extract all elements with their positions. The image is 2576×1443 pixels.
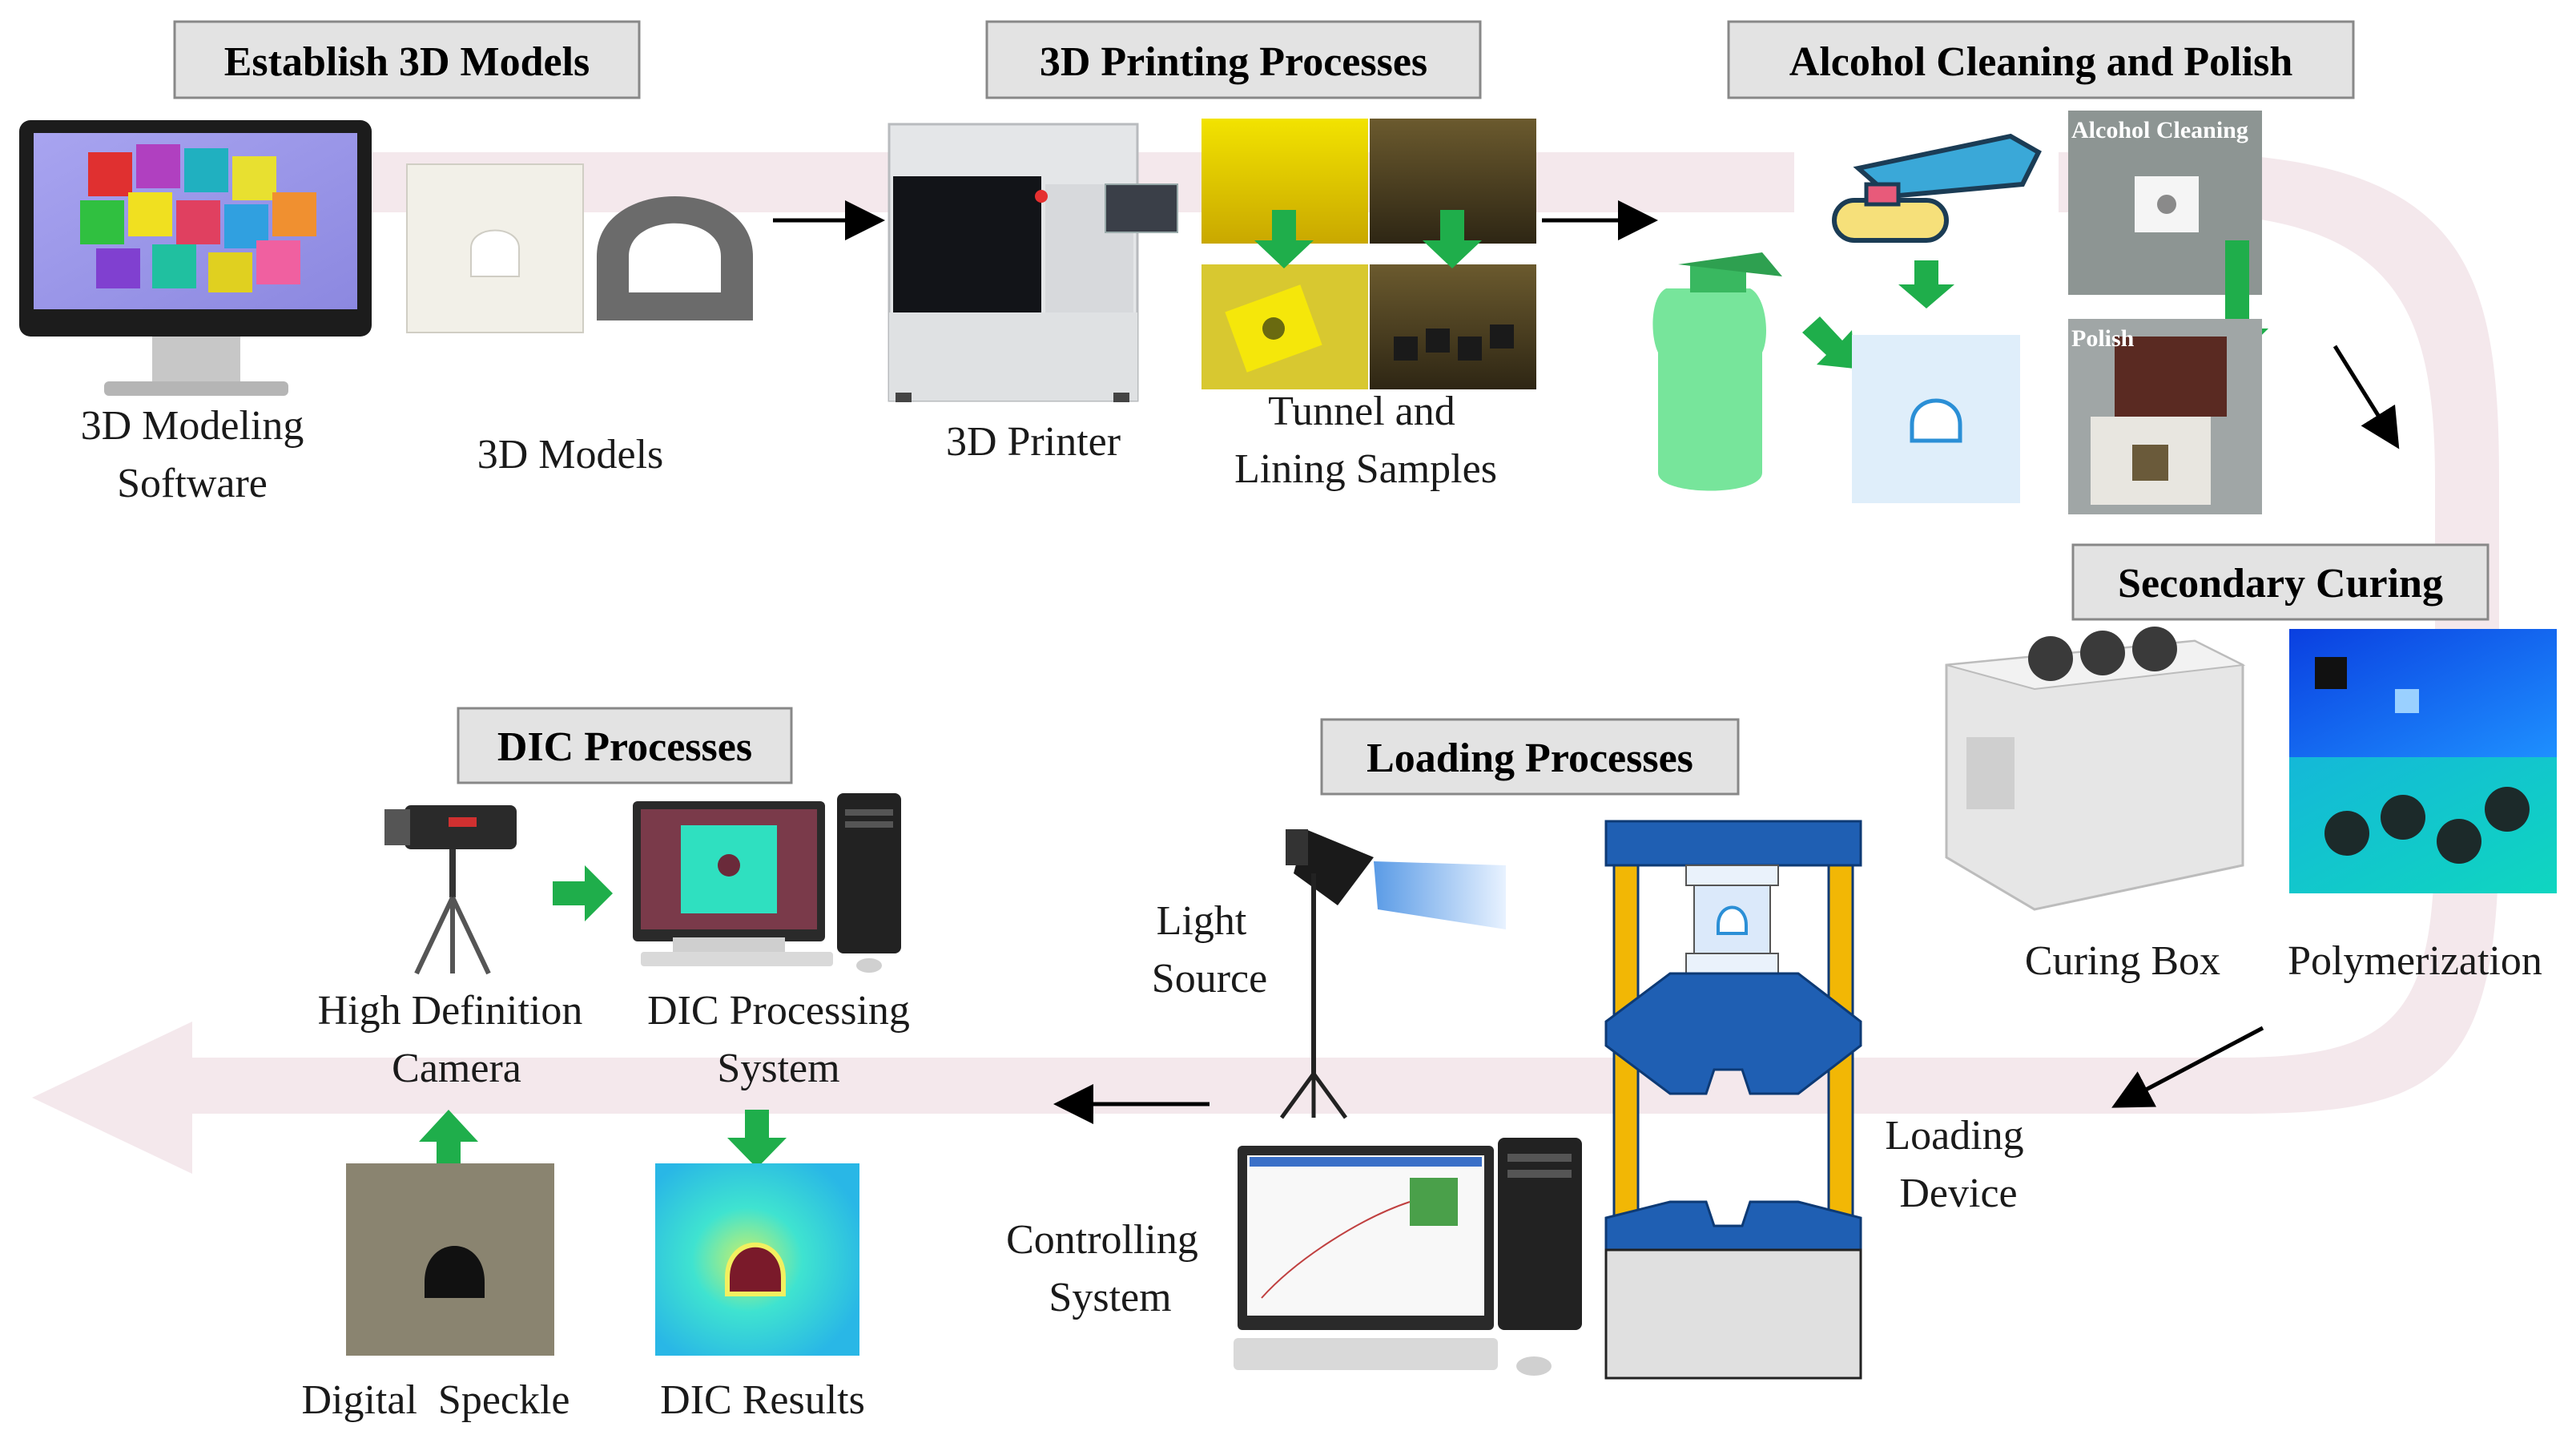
green-arrow-right-icon [553,865,613,921]
arrow-curing-to-loading [2111,1026,2264,1108]
caption-dic-system-line2: System [717,1046,839,1091]
dic-results-image [655,1163,859,1356]
caption-samples-line1: Tunnel and [1268,389,1455,434]
green-arrow-diagonal-icon [1802,316,1854,369]
caption-loading-device-line2: Device [1899,1171,2017,1216]
caption-modeling-software-line2: Software [117,461,268,506]
caption-light-source-line2: Source [1152,956,1267,1002]
caption-loading-device-line1: Loading [1885,1113,2023,1159]
yellow-sample-pieces [1225,284,1322,373]
stage-title-curing: Secondary Curing [2071,543,2489,621]
caption-light-source-line1: Light [1157,898,1247,944]
dark-sample-pieces [1394,324,1514,361]
stage-title-loading: Loading Processes [1320,718,1740,796]
cleaned-sample-image [1852,335,2020,503]
modeling-monitor [19,120,372,396]
green-arrow-down-icon [1254,210,1314,268]
printing-photos [1201,119,1536,389]
caption-modeling-software: 3D Modeling Software [81,403,304,506]
caption-dic-results: DIC Results [660,1377,865,1423]
digital-speckle-image [346,1163,554,1356]
caption-samples-line2: Lining Samples [1234,446,1497,492]
colored-blocks [80,144,316,292]
caption-curing-box: Curing Box [2025,938,2220,984]
spray-bottle-icon [1652,252,1782,491]
stage-title-establish: Establish 3D Models [173,20,641,99]
caption-3d-models: 3D Models [477,432,664,478]
polymerization-photos [2289,629,2557,893]
caption-controlling-system-line1: Controlling [1006,1217,1198,1263]
caption-loading-device: Loading Device [1885,1113,2023,1216]
loading-device-image [1604,820,1862,1380]
green-arrow-down-icon [727,1110,787,1168]
stage-title-loading-text: Loading Processes [1366,736,1693,781]
caption-digital-speckle: Digital Speckle [301,1377,570,1423]
caption-hd-camera: High Definition Camera [318,988,583,1091]
green-arrow-down-icon [1898,260,1954,308]
light-source-image [1279,829,1506,1119]
light-beam [1374,861,1506,929]
polisher-icon [1794,116,2059,256]
caption-samples: Tunnel and Lining Samples [1234,389,1497,492]
curing-box-image [1945,627,2246,911]
caption-polymerization: Polymerization [2288,938,2542,984]
model-lining-image [597,196,753,320]
controlling-computer-image [1234,1138,1582,1376]
caption-controlling-system-line2: System [1049,1275,1171,1320]
stage-title-dic-text: DIC Processes [497,724,752,770]
arrow-cleaning-to-curing [2332,345,2400,449]
model-block-image [406,163,584,333]
caption-3d-printer: 3D Printer [946,419,1121,465]
caption-controlling-system: Controlling System [1006,1217,1198,1320]
stage-title-establish-text: Establish 3D Models [224,39,590,85]
stage-title-cleaning-text: Alcohol Cleaning and Polish [1789,39,2293,85]
green-arrow-down-icon [1423,210,1482,268]
printer-image [888,123,1178,402]
dic-computer-image [633,793,901,973]
stage-title-printing-text: 3D Printing Processes [1040,39,1427,85]
caption-hd-camera-line1: High Definition [318,988,583,1034]
caption-dic-system-line1: DIC Processing [647,988,910,1034]
flow-band [32,152,2499,1174]
polish-photo: Polish [2068,319,2262,514]
stage-title-dic: DIC Processes [457,707,793,784]
hd-camera-image [384,805,517,975]
polish-label: Polish [2071,325,2135,352]
stage-title-cleaning: Alcohol Cleaning and Polish [1727,20,2355,99]
green-arrow-up-icon [419,1110,478,1170]
caption-modeling-software-line1: 3D Modeling [81,403,304,449]
stage-title-curing-text: Secondary Curing [2118,561,2443,607]
stage-title-printing: 3D Printing Processes [985,20,1482,99]
alcohol-cleaning-label: Alcohol Cleaning [2071,117,2248,143]
caption-hd-camera-line2: Camera [392,1046,521,1091]
caption-dic-system: DIC Processing System [647,988,910,1091]
caption-light-source: Light Source [1152,898,1267,1002]
